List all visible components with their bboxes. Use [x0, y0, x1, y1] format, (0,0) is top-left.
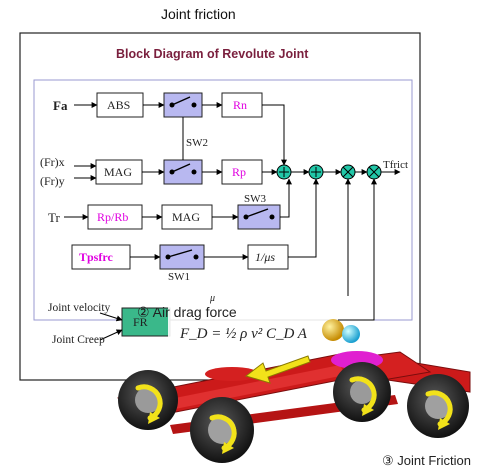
joint-friction-label: ③ Joint Friction — [382, 453, 471, 468]
switch-sw3 — [237, 204, 281, 230]
output-label-tfrict: Tfrict — [383, 159, 409, 171]
rotation-arrow-icon — [135, 384, 163, 421]
body-part-ellipse — [205, 367, 259, 381]
air-drag-label: ② Air drag force — [137, 304, 237, 320]
block-mag-1 — [95, 159, 143, 185]
block-label-inv-mu: 1/μs — [255, 250, 276, 264]
input-label-frx: (Fr)x — [40, 155, 65, 169]
sum-junction-1 — [276, 164, 292, 180]
rotation-arrowheads — [148, 404, 450, 454]
block-label-rp-rb: Rp/Rb — [97, 210, 129, 224]
rotation-arrow-icon — [349, 376, 377, 413]
input-label-tr: Tr — [48, 210, 60, 225]
cyan-sphere — [342, 325, 360, 343]
wheel-rear-right — [407, 374, 469, 438]
input-label-joint-creep: Joint Creep — [52, 334, 105, 346]
switch-sw2-bottom — [163, 159, 203, 185]
block-label-mag-1: MAG — [104, 165, 133, 179]
block-abs — [96, 92, 144, 118]
input-label-fry: (Fr)y — [40, 174, 65, 188]
switch-sw2-top — [163, 92, 203, 118]
block-label-tpfrc: Tpsfrc — [79, 250, 113, 264]
block-label-fr: FR — [133, 315, 148, 329]
mu-symbol: μ — [210, 293, 216, 304]
rotation-arrow-icon — [425, 390, 453, 427]
rotation-arrows — [135, 376, 453, 451]
figure-caption: Joint friction — [161, 6, 236, 22]
input-label-fa: Fa — [53, 98, 68, 113]
sum-junction-2 — [308, 164, 324, 180]
rotation-arrow-icon — [209, 414, 237, 451]
switch-label-sw3: SW3 — [244, 193, 266, 205]
switch-label-sw2: SW2 — [186, 137, 208, 149]
multiply-junction-1 — [340, 164, 356, 180]
gold-sphere — [322, 319, 344, 341]
block-label-rp: Rp — [232, 165, 247, 179]
wheel-front-left — [118, 370, 178, 430]
block-label-mag-2: MAG — [172, 210, 201, 224]
switch-sw1 — [159, 244, 205, 270]
drag-formula: F_D = ½ ρ v² C_D A — [180, 326, 307, 342]
air-drag-box — [168, 294, 338, 356]
wheel-front-right — [333, 362, 391, 422]
block-fr — [121, 307, 171, 337]
switch-label-sw1: SW1 — [168, 271, 190, 283]
wheel-rear-left — [190, 397, 254, 463]
block-label-rn: Rn — [233, 98, 248, 112]
input-label-joint-velocity: Joint velocity — [48, 302, 111, 314]
block-tpfrc — [71, 244, 131, 270]
block-inv-mu — [247, 244, 289, 270]
diagram-title: Block Diagram of Revolute Joint — [116, 47, 309, 61]
force-arrow-icon — [244, 355, 311, 384]
block-label-abs: ABS — [107, 98, 131, 112]
multiply-junction-2 — [366, 164, 382, 180]
